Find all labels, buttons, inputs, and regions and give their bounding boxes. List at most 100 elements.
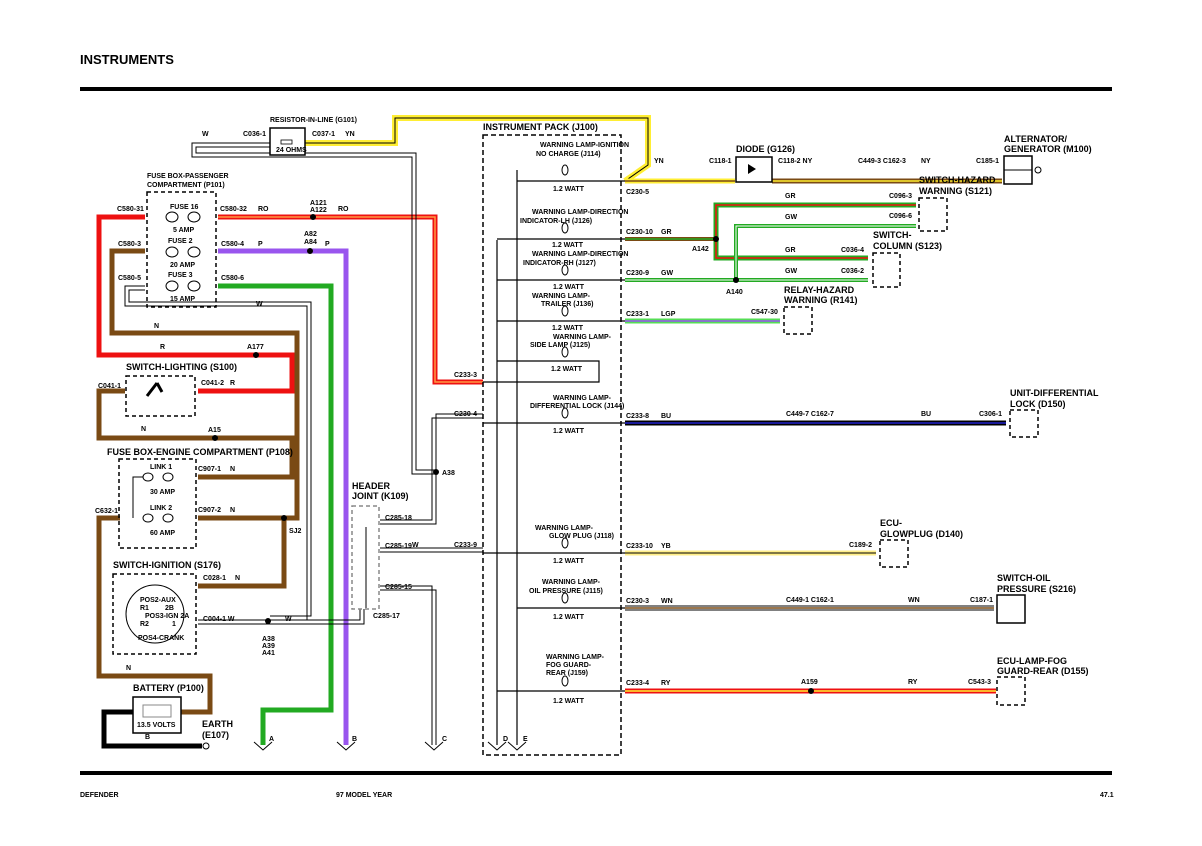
svg-text:C543-3: C543-3 [968,679,991,686]
svg-text:WARNING LAMP-: WARNING LAMP- [553,334,612,341]
svg-text:1.2 WATT: 1.2 WATT [553,558,585,565]
svg-text:(E107): (E107) [202,730,229,740]
svg-text:GR: GR [785,193,796,200]
svg-text:REAR (J159): REAR (J159) [546,670,588,677]
svg-text:C189-2: C189-2 [849,542,872,549]
svg-text:N: N [235,575,240,582]
svg-text:C004-1 W: C004-1 W [203,616,235,623]
svg-text:C449-7 C162-7: C449-7 C162-7 [786,411,834,418]
svg-text:C: C [442,736,447,743]
svg-text:A38: A38 [262,636,275,643]
svg-text:C306-1: C306-1 [979,411,1002,418]
svg-text:C037-1: C037-1 [312,131,335,138]
svg-text:BATTERY (P100): BATTERY (P100) [133,683,204,693]
svg-text:FUSE 2: FUSE 2 [168,238,193,245]
svg-text:N: N [230,507,235,514]
svg-text:A15: A15 [208,427,221,434]
svg-text:C230-10: C230-10 [626,229,653,236]
instrument-pack-box [482,134,622,756]
wire-gr [625,202,916,261]
resistor-in-line: RESISTOR-IN-LINE (G101) 24 OHMS C036-1 C… [202,117,357,156]
svg-text:TRAILER (J136): TRAILER (J136) [541,301,594,308]
svg-text:C233-1: C233-1 [626,311,649,318]
svg-text:B: B [352,736,357,743]
svg-text:1.2 WATT: 1.2 WATT [553,428,585,435]
svg-text:RESISTOR-IN-LINE (G101): RESISTOR-IN-LINE (G101) [270,117,357,124]
svg-text:COMPARTMENT (P101): COMPARTMENT (P101) [147,182,225,189]
svg-text:PRESSURE (S216): PRESSURE (S216) [997,584,1076,594]
svg-text:GW: GW [661,270,673,277]
svg-text:30 AMP: 30 AMP [150,489,175,496]
footer-center: 97 MODEL YEAR [336,792,392,799]
svg-text:R1: R1 [140,605,149,612]
svg-text:E: E [523,736,528,743]
svg-text:GLOWPLUG (D140): GLOWPLUG (D140) [880,529,963,539]
svg-text:C036-1: C036-1 [243,131,266,138]
wire-p [218,248,349,745]
svg-text:A82: A82 [304,231,317,238]
unit-differential-lock: UNIT-DIFFERENTIAL LOCK (D150) C306-1 C44… [786,388,1099,438]
svg-text:UNIT-DIFFERENTIAL: UNIT-DIFFERENTIAL [1010,388,1099,398]
svg-text:GENERATOR (M100): GENERATOR (M100) [1004,144,1092,154]
svg-text:C233-4: C233-4 [626,680,649,687]
svg-text:N: N [230,466,235,473]
footer-right: 47.1 [1100,792,1114,799]
svg-text:13.5 VOLTS: 13.5 VOLTS [137,722,176,729]
svg-text:LOCK (D150): LOCK (D150) [1010,399,1066,409]
switch-hazard: SWITCH-HAZARD WARNING (S121) C096-3 C096… [785,175,996,232]
svg-text:5 AMP: 5 AMP [173,227,194,234]
svg-text:P: P [325,241,330,248]
svg-text:C036-2: C036-2 [841,268,864,275]
svg-text:C230-3: C230-3 [626,598,649,605]
svg-text:SWITCH-LIGHTING (S100): SWITCH-LIGHTING (S100) [126,362,237,372]
svg-text:1.2 WATT: 1.2 WATT [552,242,584,249]
svg-text:FOG GUARD-: FOG GUARD- [546,662,592,669]
svg-text:GLOW PLUG (J118): GLOW PLUG (J118) [549,533,614,540]
svg-text:YB: YB [661,543,671,550]
svg-text:15 AMP: 15 AMP [170,296,195,303]
svg-text:FUSE 3: FUSE 3 [168,272,193,279]
svg-text:SJ2: SJ2 [289,528,302,535]
svg-text:1.2 WATT: 1.2 WATT [553,698,585,705]
svg-text:C233-9: C233-9 [454,542,477,549]
wire-green [218,283,334,745]
alternator: ALTERNATOR/ GENERATOR (M100) C185-1 C449… [858,134,1092,185]
svg-text:COLUMN (S123): COLUMN (S123) [873,241,942,251]
svg-text:1.2 WATT: 1.2 WATT [553,284,585,291]
svg-text:WN: WN [908,597,920,604]
wire-w-thin [124,142,483,745]
svg-text:C580-4: C580-4 [221,241,244,248]
svg-text:W: W [256,301,263,308]
header-joint: HEADER JOINT (K109) C285-18 C285-19 C285… [351,481,419,620]
svg-text:WARNING LAMP-IGNITION: WARNING LAMP-IGNITION [540,142,629,149]
svg-text:24 OHMS: 24 OHMS [276,147,307,154]
svg-text:2B: 2B [165,605,174,612]
instrument-pack-label: INSTRUMENT PACK (J100) [483,122,598,132]
svg-text:C285-15: C285-15 [385,584,412,591]
svg-text:C449-3 C162-3: C449-3 C162-3 [858,158,906,165]
svg-text:A39: A39 [262,643,275,650]
svg-text:C580-3: C580-3 [118,241,141,248]
continuation-markers: A B C D E [253,736,528,751]
svg-text:C285-18: C285-18 [385,515,412,522]
svg-text:WARNING LAMP-: WARNING LAMP- [535,525,594,532]
svg-text:RO: RO [258,206,269,213]
svg-text:POS4-CRANK: POS4-CRANK [138,635,184,642]
footer-left: DEFENDER [80,792,119,799]
svg-text:WARNING LAMP-: WARNING LAMP- [542,579,601,586]
svg-text:C118-1: C118-1 [709,158,732,165]
svg-text:C041-1: C041-1 [98,383,121,390]
svg-text:W: W [285,616,292,623]
wire-labels: N R N N [126,323,165,672]
svg-text:C230-9: C230-9 [626,270,649,277]
earth: EARTH (E107) [202,719,233,750]
switch-column: SWITCH- COLUMN (S123) C036-4 C036-2 GR G… [785,230,942,288]
svg-text:RO: RO [338,206,349,213]
wire-n-3 [96,515,213,715]
svg-text:GW: GW [785,268,797,275]
svg-text:WARNING LAMP-: WARNING LAMP- [553,395,612,402]
svg-text:JOINT (K109): JOINT (K109) [352,491,409,501]
fusebox-engine: FUSE BOX-ENGINE COMPARTMENT (P108) LINK … [95,447,293,549]
switch-lighting: SWITCH-LIGHTING (S100) C041-1 C041-2 R [98,362,237,417]
svg-text:BU: BU [921,411,931,418]
